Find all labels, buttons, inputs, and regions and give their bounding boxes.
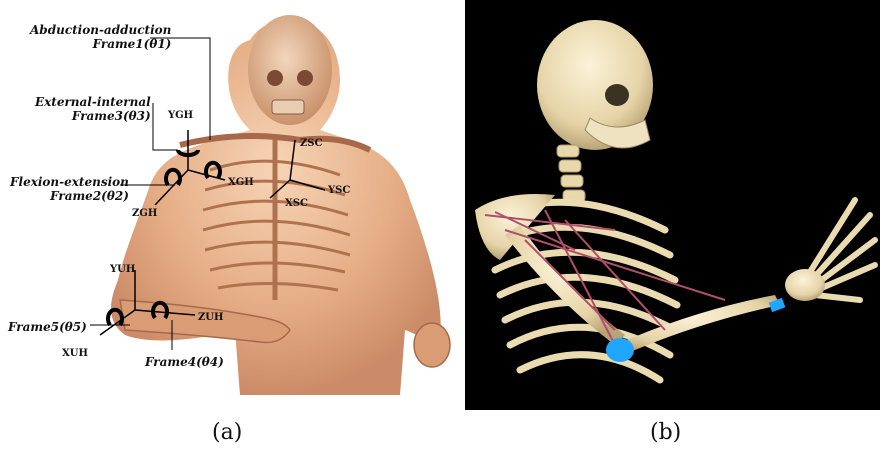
eye-socket-left	[267, 70, 283, 86]
axis-x-gh: XGH	[228, 177, 254, 188]
frame1-name: Frame1(θ1)	[30, 37, 171, 51]
axis-y-sc: YSC	[328, 185, 350, 196]
eye-socket	[605, 84, 629, 106]
axis-z-sc: ZSC	[300, 138, 322, 149]
frame3-title: External-internal	[35, 95, 151, 109]
frame3-label: External-internal Frame3(θ3)	[35, 95, 151, 123]
frame1-title: Abduction-adduction	[30, 23, 171, 37]
panel-b-render	[465, 0, 880, 410]
cervical-spine	[557, 145, 585, 202]
forearm-bones	[615, 295, 780, 355]
axis-y-gh: YGH	[168, 110, 193, 121]
frame1-label: Abduction-adduction Frame1(θ1)	[30, 23, 171, 51]
panel-a-illustration: Abduction-adduction Frame1(θ1) External-…	[0, 0, 460, 410]
teeth	[272, 100, 304, 114]
caption-a: (a)	[212, 420, 242, 445]
frame3-name: Frame3(θ3)	[35, 109, 151, 123]
right-fist	[414, 323, 450, 367]
wrist	[785, 269, 825, 301]
axis-z-uh: ZUH	[198, 312, 223, 323]
frame5-label: Frame5(θ5)	[8, 320, 87, 334]
frame2-name: Frame2(θ2)	[10, 189, 129, 203]
axis-z-gh: ZGH	[132, 208, 157, 219]
frame2-title: Flexion-extension	[10, 175, 129, 189]
eye-socket-right	[297, 70, 313, 86]
axis-x-sc: XSC	[285, 198, 308, 209]
axis-y-uh: YUH	[110, 264, 135, 275]
frame2-label: Flexion-extension Frame2(θ2)	[10, 175, 129, 203]
axis-x-uh: XUH	[62, 348, 88, 359]
frame4-label: Frame4(θ4)	[145, 355, 224, 369]
caption-b: (b)	[650, 420, 681, 445]
elbow-marker	[606, 338, 634, 362]
skeleton-render-b	[465, 0, 880, 410]
